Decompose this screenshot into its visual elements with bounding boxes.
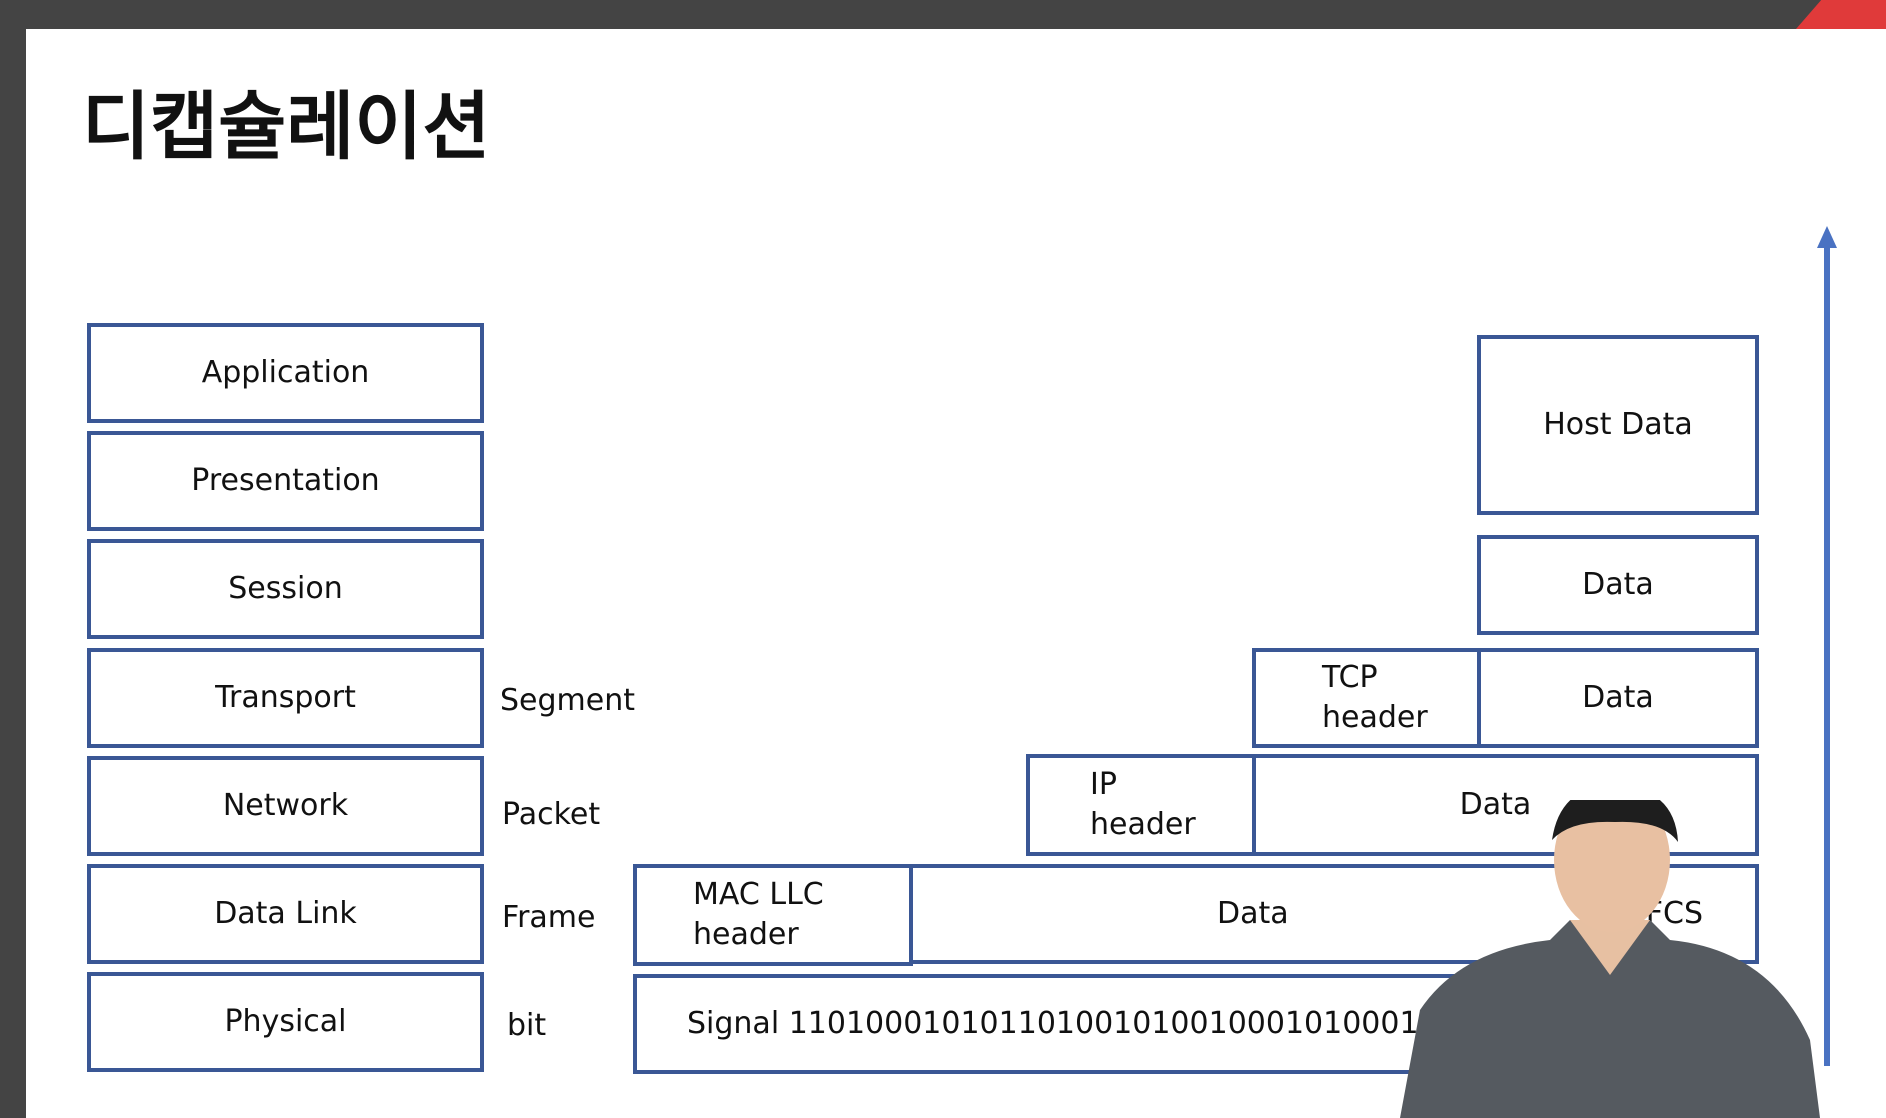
layer-label: Session: [228, 570, 343, 606]
layer-label: Data Link: [214, 895, 357, 931]
pdu-label-packet: Packet: [502, 797, 601, 832]
pdu-label-frame: Frame: [502, 900, 596, 935]
layer-application: Application: [87, 323, 484, 423]
layer-data-link: Data Link: [87, 864, 484, 964]
ip-header-box: IP header: [1026, 754, 1256, 856]
layer-session: Session: [87, 539, 484, 639]
ip-header-line2: header: [1090, 807, 1196, 842]
layer-label: Presentation: [191, 462, 380, 498]
layer-label: Network: [222, 787, 349, 823]
layer-transport: Transport: [87, 648, 484, 748]
network-data-label: Data: [1459, 786, 1532, 822]
session-data-label: Data: [1582, 566, 1654, 602]
presenter-shirt: [1400, 920, 1820, 1118]
slide-title: 디캡슐레이션: [82, 84, 491, 170]
window-top-bar: [0, 0, 1886, 29]
layer-label: Transport: [215, 679, 356, 715]
tcp-header-line1: TCP: [1322, 659, 1378, 695]
mac-llc-header-box: MAC LLC header: [633, 864, 913, 966]
pdu-label-bit: bit: [507, 1008, 547, 1043]
tcp-header-box: TCP header: [1252, 648, 1481, 748]
layer-network: Network: [87, 756, 484, 856]
host-data-label: Host Data: [1543, 406, 1693, 442]
pdu-label-segment: Segment: [500, 683, 635, 718]
layer-presentation: Presentation: [87, 431, 484, 531]
frame-data-label: Data: [1217, 895, 1289, 931]
mac-header-line1: MAC LLC: [693, 876, 824, 912]
ip-header-line1: IP: [1090, 766, 1117, 802]
presenter-neck: [1570, 920, 1650, 975]
host-data-box: Host Data: [1477, 335, 1759, 515]
mac-header-line2: header: [693, 917, 799, 952]
tcp-header-line2: header: [1322, 700, 1428, 735]
presenter-hair: [1552, 800, 1678, 842]
session-data-box: Data: [1477, 535, 1759, 635]
layer-label: Physical: [224, 1003, 347, 1039]
network-data-box: Data: [1252, 754, 1759, 856]
layer-label: Application: [201, 354, 370, 390]
transport-data-label: Data: [1582, 679, 1654, 715]
arrow-up-icon: [1817, 226, 1837, 248]
presenter-video-overlay: [1400, 800, 1820, 1118]
presenter-face: [1554, 800, 1670, 932]
decapsulation-arrow: [1824, 244, 1830, 1066]
layer-physical: Physical: [87, 972, 484, 1072]
signal-bits: Signal 110100010101101001010010001010001…: [687, 1005, 1553, 1041]
transport-data-box: Data: [1477, 648, 1759, 748]
